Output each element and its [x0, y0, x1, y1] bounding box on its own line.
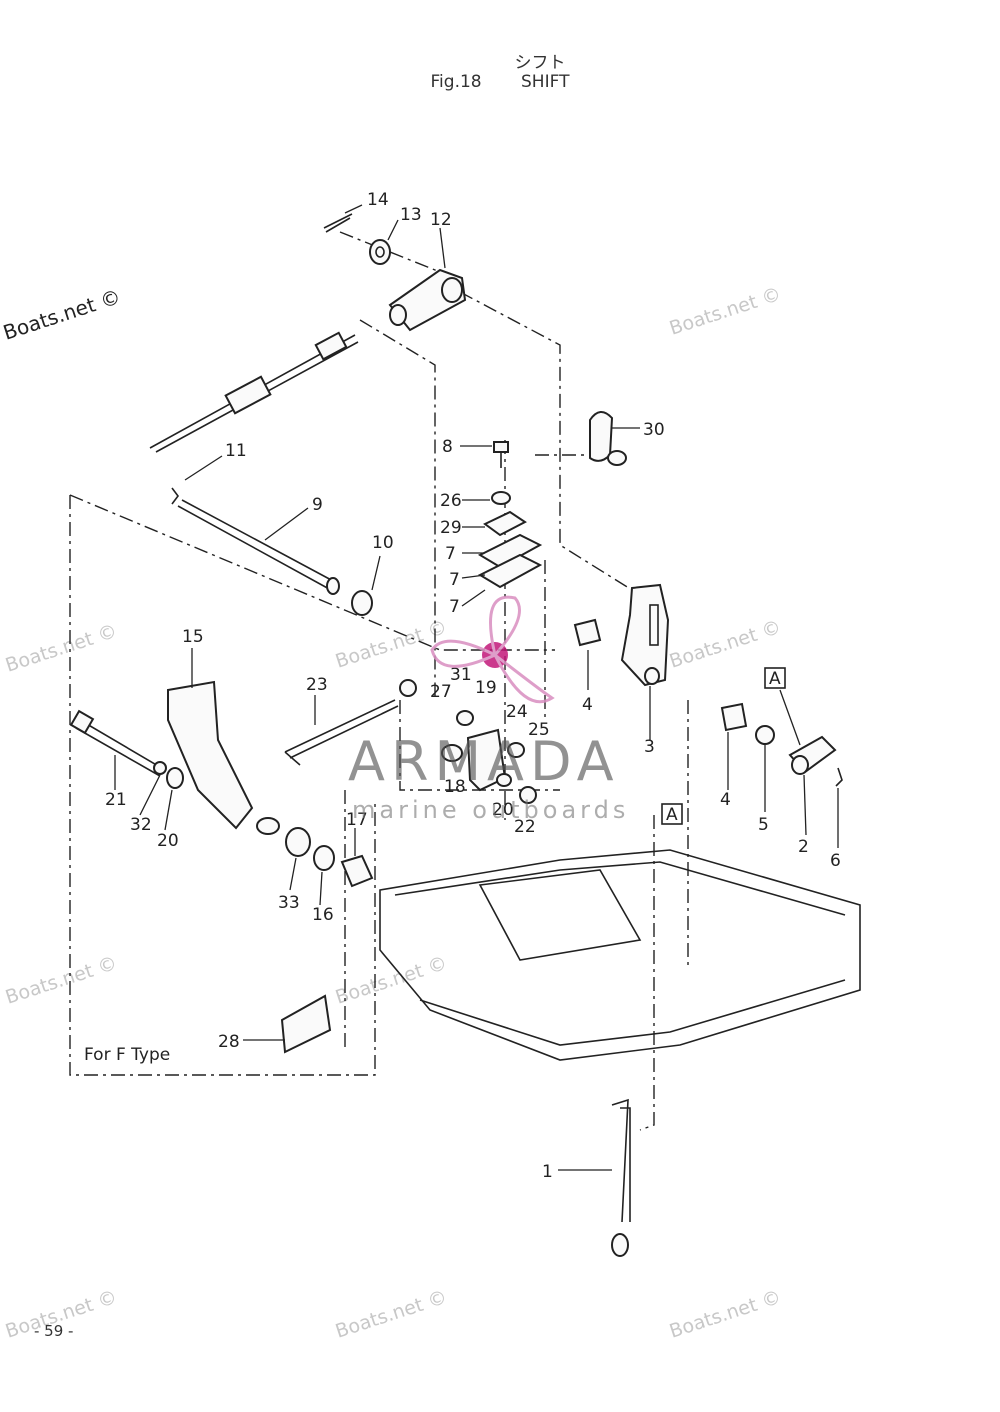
watermark-text: Boats.net © [0, 284, 123, 345]
callout-21: 21 [105, 790, 127, 810]
callout-20: 20 [492, 800, 514, 820]
watermark-text: Boats.net © [667, 616, 784, 673]
callout-17: 17 [346, 810, 368, 830]
reference-box [661, 803, 683, 825]
callout-22: 22 [514, 817, 536, 837]
pin-part [835, 767, 843, 787]
armada-logo-text: ARMADA [348, 730, 620, 793]
callout-28: 28 [218, 1032, 240, 1052]
callout-30: 30 [643, 420, 665, 440]
clip-part [171, 487, 179, 505]
reference-label: A [769, 669, 781, 689]
armada-logo: ARMADA marine outboards [348, 595, 629, 824]
leader-lines [114, 204, 839, 1171]
callout-14: 14 [367, 190, 389, 210]
callout-3: 3 [644, 737, 655, 757]
callout-6: 6 [830, 851, 841, 871]
callout-4: 4 [720, 790, 731, 810]
watermark-text: Boats.net © [3, 620, 120, 677]
figure-number: Fig.18 [430, 72, 482, 92]
nut-part [755, 725, 775, 745]
callout-7: 7 [449, 570, 460, 590]
callout-24: 24 [506, 702, 528, 722]
callout-7: 7 [449, 597, 460, 617]
reference-marks: A A [661, 667, 786, 825]
label-part [280, 994, 332, 1054]
callout-23: 23 [306, 675, 328, 695]
armada-logo-tagline: marine outboards [352, 796, 629, 824]
plate-part [477, 553, 543, 589]
watermark-text: Boats.net © [333, 616, 450, 673]
callout-16: 16 [312, 905, 334, 925]
callout-27: 27 [430, 682, 452, 702]
callout-29: 29 [440, 518, 462, 538]
figure-title: SHIFT [521, 72, 570, 92]
variant-label: For F Type [84, 1045, 170, 1065]
callout-7: 7 [445, 544, 456, 564]
callout-8: 8 [442, 437, 453, 457]
callout-10: 10 [372, 533, 394, 553]
callout-19: 19 [475, 678, 497, 698]
callout-20: 20 [157, 831, 179, 851]
link-part [466, 728, 507, 792]
washer-part [285, 827, 311, 857]
plate-part [477, 533, 543, 569]
bracket-part [167, 680, 254, 830]
washer-part [351, 590, 373, 616]
callout-1: 1 [542, 1162, 553, 1182]
callout-5: 5 [758, 815, 769, 835]
cotter-pin-part [323, 213, 353, 233]
bushing-part [573, 618, 602, 647]
callout-26: 26 [440, 491, 462, 511]
callout-15: 15 [182, 627, 204, 647]
callout-13: 13 [400, 205, 422, 225]
figure-caption: Fig.18 SHIFT [0, 72, 1000, 92]
watermark-text: Boats.net © [667, 1286, 784, 1343]
watermark-text: Boats.net © [333, 952, 450, 1009]
callout-labels: 14 13 12 11 9 10 8 26 29 7 7 7 30 4 3 15… [105, 190, 841, 1182]
parts-layer [69, 213, 861, 1257]
callout-33: 33 [278, 893, 300, 913]
watermark-text: Boats.net © [3, 952, 120, 1009]
washer-part [369, 239, 391, 265]
bolt-part [493, 441, 509, 453]
watermark-text: Boats.net © [333, 1286, 450, 1343]
reference-label: A [666, 805, 678, 825]
callout-18: 18 [444, 777, 466, 797]
callout-12: 12 [430, 210, 452, 230]
shift-lever-part [620, 583, 670, 687]
bolt-part [75, 719, 166, 777]
callout-4: 4 [582, 695, 593, 715]
callout-11: 11 [225, 441, 247, 461]
bushing-part [340, 854, 374, 888]
washer-part [491, 491, 511, 505]
washer-part [166, 767, 184, 789]
figure-title-jp: シフト [514, 53, 566, 73]
callout-9: 9 [312, 495, 323, 515]
callout-32: 32 [130, 815, 152, 835]
nut-part [399, 679, 417, 697]
callout-25: 25 [528, 720, 550, 740]
shift-rod-part [611, 1098, 631, 1223]
bushing-part [611, 1233, 629, 1257]
plate-part [483, 510, 527, 537]
watermark-text: Boats.net © [667, 283, 784, 340]
link-rod-part [284, 699, 399, 766]
washer-part [313, 845, 335, 871]
bushing-part [720, 702, 748, 732]
shift-rod-part [177, 499, 336, 591]
callout-2: 2 [798, 837, 809, 857]
page-number: - 59 - [34, 1322, 74, 1340]
nut-part [519, 786, 537, 804]
bottom-cowl-part [379, 849, 861, 1061]
reference-box [764, 667, 786, 689]
callout-31: 31 [450, 665, 472, 685]
